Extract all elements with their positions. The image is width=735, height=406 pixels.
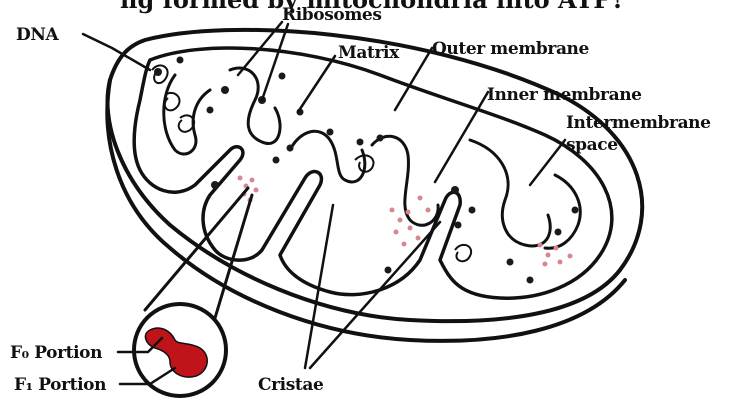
label-outer-membrane: Outer membrane <box>432 39 590 59</box>
label-intermembrane-space-1: Intermembrane <box>566 113 711 133</box>
matrix-leader <box>298 56 335 112</box>
dna-strand-2 <box>355 155 471 261</box>
crista-fold-3 <box>290 131 365 182</box>
outer-membrane-shadow <box>107 80 625 341</box>
crista-fold-5 <box>470 140 550 246</box>
label-f1-portion: F₁ Portion <box>14 375 106 395</box>
cristae-leader-1 <box>305 205 333 368</box>
label-dna: DNA <box>16 25 59 45</box>
crista-fold-2 <box>230 68 280 143</box>
label-intermembrane-space-2: space <box>566 135 618 155</box>
cristae-leader-2 <box>310 222 440 368</box>
ribosomes-leader-2 <box>262 24 288 100</box>
label-ribosomes: Ribosomes <box>282 5 382 25</box>
outer-membrane-leader <box>395 48 432 110</box>
label-cristae: Cristae <box>258 375 324 395</box>
label-inner-membrane: Inner membrane <box>487 85 642 105</box>
label-f0-portion: F₀ Portion <box>10 343 102 363</box>
label-matrix: Matrix <box>338 43 400 63</box>
